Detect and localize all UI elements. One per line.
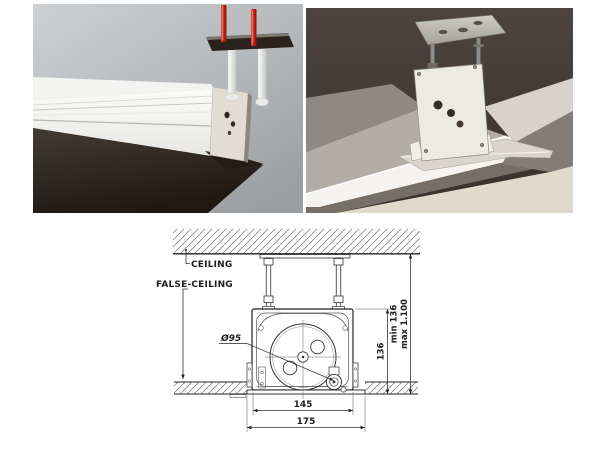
housing-cross-section <box>229 308 366 398</box>
case-width-value: 145 <box>294 400 313 410</box>
ceiling-slab-top <box>484 78 573 143</box>
side-tab <box>246 362 253 388</box>
opening-width-value: 175 <box>297 417 316 427</box>
cap-hole <box>224 111 230 119</box>
side-tab <box>352 362 359 388</box>
false-ceiling-label: FALSE-CEILING <box>156 280 233 290</box>
bracket-hole <box>456 120 464 128</box>
false-ceiling-right <box>365 381 418 395</box>
screw <box>472 64 478 70</box>
housing-underside-shadow <box>33 128 263 213</box>
bracket-render <box>306 8 573 213</box>
recess-min-value: min 136 <box>390 305 400 344</box>
label-diameter: Ø95 <box>219 333 334 381</box>
corner-channel <box>258 366 266 389</box>
cap-hole <box>230 121 236 127</box>
hex-nut <box>263 295 274 303</box>
hex-nut <box>333 295 344 303</box>
installation-cross-section-drawing: CEILING FALSE-CEILING Ø95 136 min 136 <box>140 225 470 449</box>
red-threaded-rods <box>221 5 257 46</box>
screw <box>479 142 485 148</box>
plate-slot <box>438 30 448 34</box>
housing-render <box>33 4 303 213</box>
photo-right-bracket <box>306 8 573 213</box>
roller-tube <box>265 320 341 399</box>
dim-recess-depth: min 136 max 1.100 <box>390 254 413 394</box>
label-ceiling: CEILING <box>185 249 233 270</box>
plate-slot <box>473 21 483 25</box>
ceiling-plate <box>206 33 294 51</box>
tube-hole <box>282 360 298 376</box>
screw <box>416 71 422 77</box>
roller-diameter-label: Ø95 <box>220 333 241 344</box>
trim-plate <box>229 394 247 398</box>
tube-hole <box>310 339 325 355</box>
case-height-value: 136 <box>377 343 387 361</box>
label-false-ceiling: FALSE-CEILING <box>156 280 233 379</box>
bracket-hole <box>433 100 443 110</box>
bottom-flange <box>246 389 366 395</box>
hex-nut <box>427 63 438 68</box>
hex-nut <box>333 258 344 266</box>
ceiling-hatch <box>173 229 420 255</box>
hex-nut <box>263 258 274 266</box>
ceiling-label: CEILING <box>191 260 233 270</box>
dim-case-width: 145 <box>252 392 354 415</box>
end-cap <box>209 86 252 163</box>
mounting-rods <box>259 254 351 310</box>
cap-hole <box>227 130 232 136</box>
dim-opening-width: 175 <box>246 396 366 432</box>
plate-slot <box>458 27 468 33</box>
mounting-bracket <box>409 63 495 162</box>
cross-section-svg: CEILING FALSE-CEILING Ø95 136 min 136 <box>156 229 420 432</box>
false-ceiling-left <box>174 381 247 395</box>
screw <box>423 148 429 154</box>
bracket-hole <box>447 109 455 117</box>
screen-housing-beam <box>33 77 214 156</box>
recess-max-value: max 1.100 <box>400 299 410 349</box>
photo-left-housing <box>33 4 303 213</box>
ceiling-mount-plate <box>414 14 507 46</box>
dim-case-height: 136 <box>355 308 393 394</box>
